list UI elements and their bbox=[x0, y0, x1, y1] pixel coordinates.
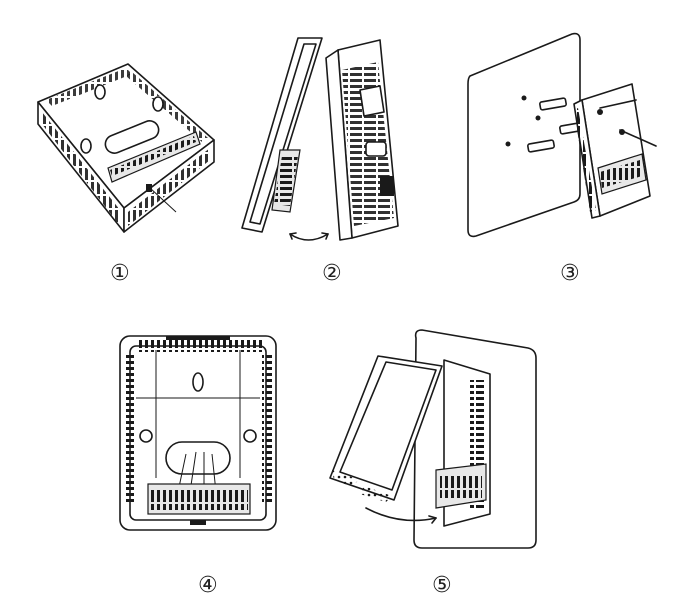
step1-device-back bbox=[37, 63, 215, 233]
step4-wiring-view bbox=[119, 335, 277, 531]
step4-number: ④ bbox=[198, 573, 218, 598]
step5-number: ⑤ bbox=[432, 573, 452, 598]
step3-wall-mount bbox=[467, 32, 657, 238]
step5-attach-cover bbox=[329, 329, 537, 549]
step2-separate-case bbox=[241, 37, 399, 241]
step2-number: ② bbox=[322, 261, 342, 286]
step3-number: ③ bbox=[560, 261, 580, 286]
step1-number: ① bbox=[110, 261, 130, 286]
